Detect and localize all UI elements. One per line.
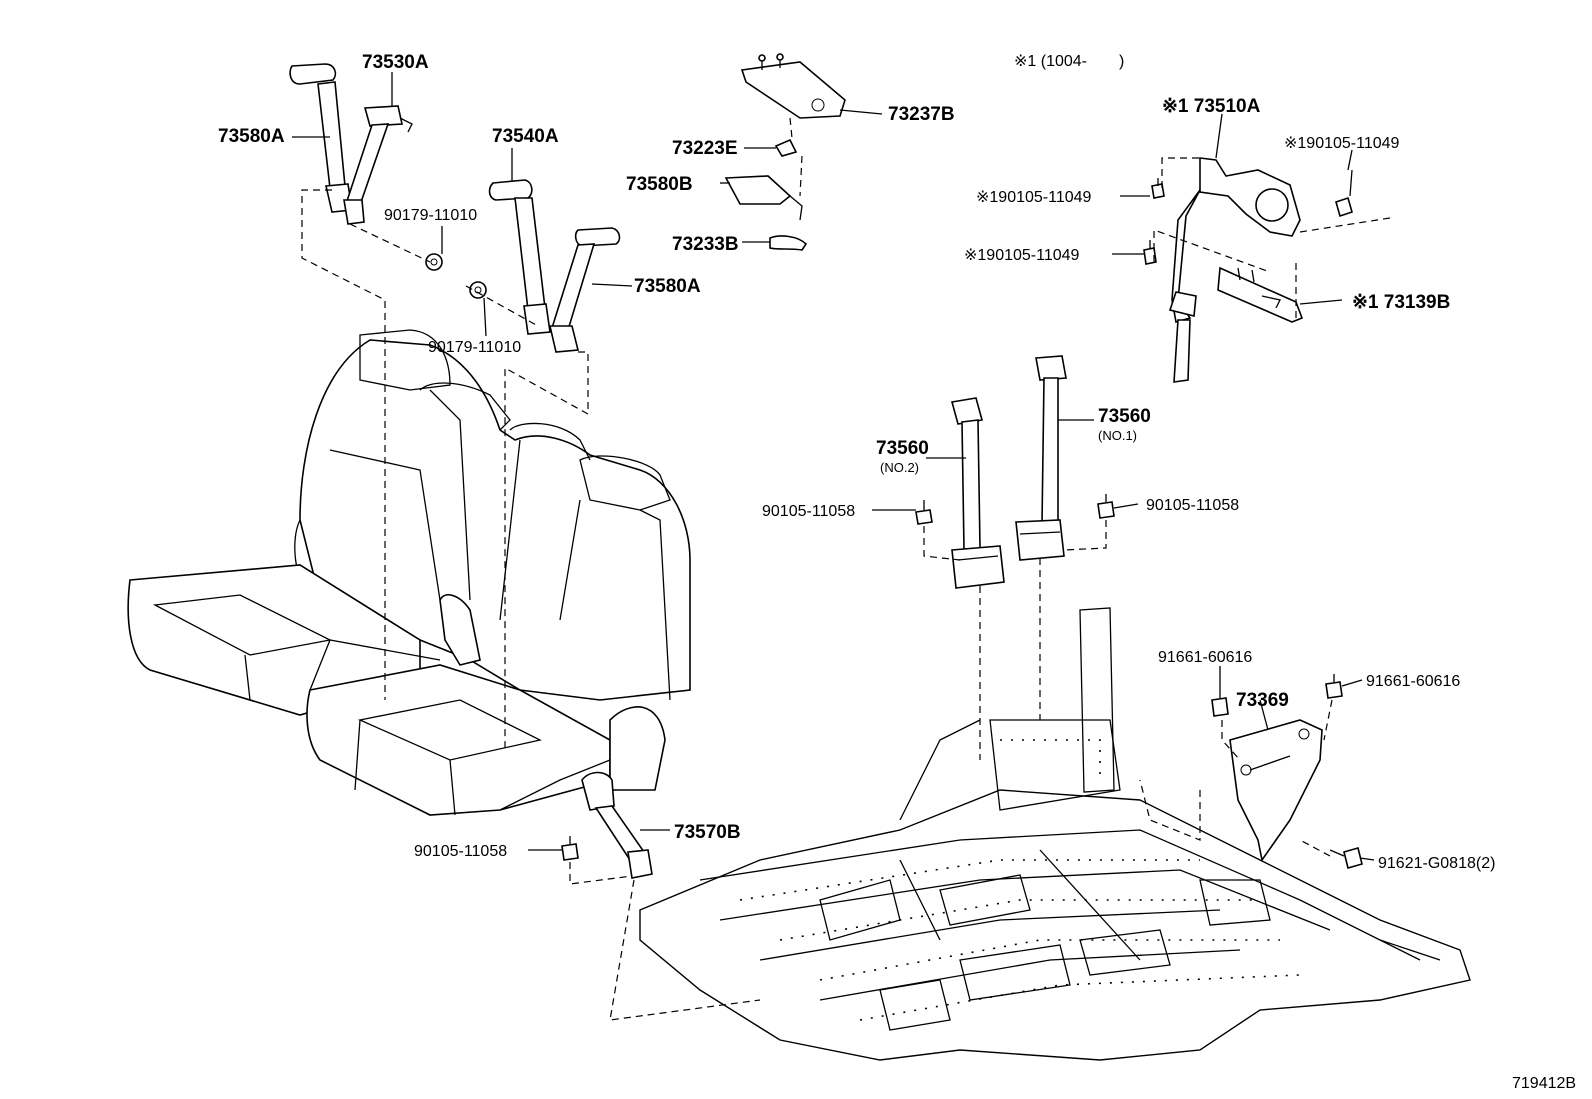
label-73139B: ※1 73139B: [1352, 292, 1450, 313]
bolt-91661-60616-a: [1211, 690, 1229, 717]
retractor-73510A: [1168, 157, 1301, 383]
label-73580B: 73580B: [626, 174, 693, 195]
rear-outer-belt-73580A-left: [289, 63, 353, 213]
label-73560-no1-sub: (NO.1): [1098, 428, 1137, 443]
label-90105-11049-lower: ※190105-11049: [964, 247, 1080, 264]
bracket-73237B: [740, 53, 846, 119]
nut-90179-left: [425, 253, 443, 271]
bolt-91661-60616-b: [1325, 674, 1343, 699]
label-73233B: 73233B: [672, 234, 739, 255]
bolt-90105-11058-a: [915, 500, 933, 525]
rear-belt-73560-no1: [1015, 355, 1067, 561]
cover-73233B: [769, 235, 808, 251]
label-73540A: 73540A: [492, 126, 559, 147]
label-91661-60616-left: 91661-60616: [1158, 649, 1252, 666]
bolt-90105-11058-b: [1097, 494, 1115, 519]
rear-center-belt-73540A: [488, 179, 551, 335]
label-73510A: ※1 73510A: [1162, 96, 1261, 117]
rear-belt-73560-no2: [950, 397, 1005, 589]
rear-belt-73530A: [343, 105, 413, 225]
label-73237B: 73237B: [888, 104, 955, 125]
label-73580A-right: 73580A: [634, 276, 701, 297]
label-90105-11058-right: 90105-11058: [1146, 497, 1239, 514]
nut-90179-center: [469, 281, 487, 299]
diagram-id: 719412B: [1512, 1075, 1576, 1092]
bracket-73369: [1229, 719, 1323, 862]
bolt-90105-11049-b: [1143, 240, 1157, 265]
label-90105-11058-left: 90105-11058: [762, 503, 855, 520]
label-73223E: 73223E: [672, 138, 738, 159]
label-91621-G0818: 91621-G0818(2): [1378, 855, 1495, 872]
label-90179-11010-top: 90179-11010: [384, 207, 477, 224]
label-73570B: 73570B: [674, 822, 741, 843]
buckle-73570B: [581, 771, 653, 879]
leader-lines: [292, 72, 1375, 861]
bolt-90105-11049-a: [1151, 178, 1165, 199]
rear-floor-panel: [639, 607, 1471, 1061]
bolt-90105-11058-c: [561, 836, 579, 861]
label-90105-11049-upper: ※190105-11049: [976, 189, 1092, 206]
label-73560-no1: 73560: [1098, 406, 1151, 427]
label-73560-no2: 73560: [876, 438, 929, 459]
rear-seat-assembly: [127, 329, 691, 816]
note-range: ※1 (1004- ): [1014, 53, 1124, 70]
label-90105-11058-bottom: 90105-11058: [414, 843, 507, 860]
label-90179-11010-bottom: 90179-11010: [428, 339, 521, 356]
rear-outer-belt-73580A-right: [548, 227, 621, 353]
clip-73223E: [774, 138, 798, 157]
label-90105-11049-right: ※190105-11049: [1284, 135, 1400, 152]
label-73530A: 73530A: [362, 52, 429, 73]
bolt-91621-G0818: [1329, 847, 1363, 869]
bracket-73139B: [1217, 266, 1304, 323]
label-91661-60616-right: 91661-60616: [1366, 673, 1460, 690]
bolt-90105-11049-c: [1335, 169, 1353, 218]
label-73560-no2-sub: (NO.2): [880, 460, 919, 475]
buckle-73580B: [724, 175, 803, 221]
label-73369: 73369: [1236, 690, 1289, 711]
label-73580A-left: 73580A: [218, 126, 285, 147]
